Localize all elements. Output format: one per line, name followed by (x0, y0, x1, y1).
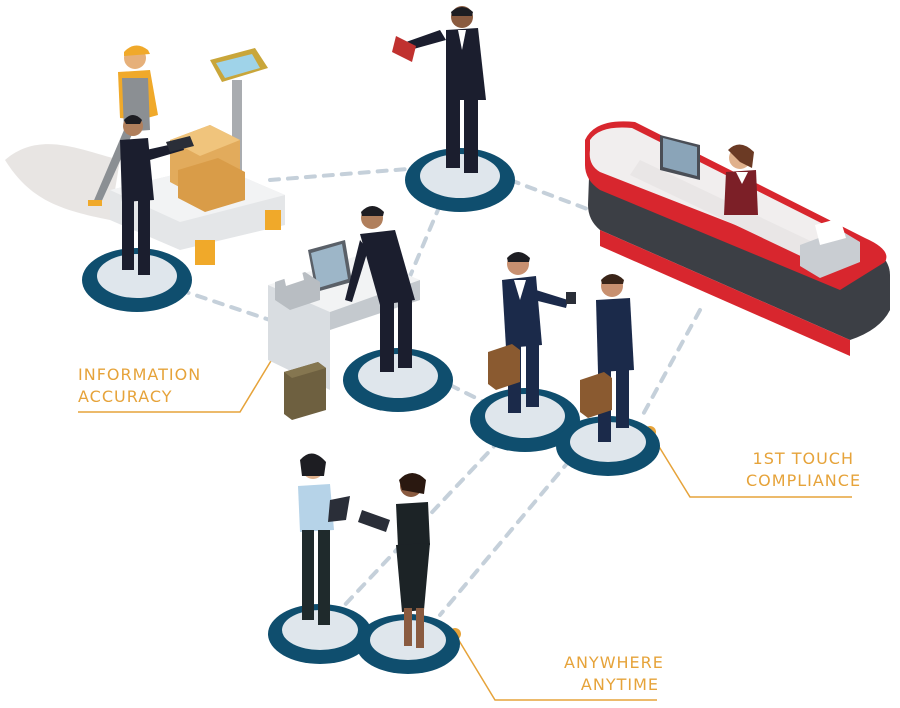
manager-on-phone (392, 6, 515, 212)
callout-first-touch-compliance: 1ST TOUCH COMPLIANCE (746, 448, 862, 492)
computer-desk-worker (268, 206, 453, 420)
callout-anywhere-line1: ANYWHERE (564, 653, 664, 672)
callout-first-touch-line2: COMPLIANCE (746, 471, 862, 490)
connector-reception-to-group (638, 308, 702, 422)
callout-anywhere-anytime: ANYWHERE ANYTIME (564, 652, 664, 696)
connector-manager-to-desk (398, 203, 442, 302)
callout-information-accuracy-line1: INFORMATION (78, 365, 202, 384)
leader-anywhere (454, 633, 657, 701)
reception-desk (585, 121, 890, 356)
callout-first-touch-line1: 1ST TOUCH (752, 449, 854, 468)
connector-scale-to-manager (268, 166, 422, 182)
callout-information-accuracy: INFORMATION ACCURACY (78, 364, 201, 408)
leader-first-touch (649, 431, 852, 498)
callout-anywhere-line2: ANYTIME (580, 675, 659, 694)
connector-manager-to-reception (508, 178, 592, 212)
connector-group-to-women-right (438, 458, 572, 617)
leader-information-accuracy (78, 345, 281, 413)
callout-leaders (78, 345, 852, 701)
warehouse-manager (120, 115, 194, 275)
warehouse-scale-station (5, 45, 285, 312)
connector-scale-to-desk (178, 288, 272, 322)
businessmen-meeting (470, 252, 660, 476)
women-with-tablets (268, 453, 460, 674)
callout-information-accuracy-line2: ACCURACY (78, 387, 173, 406)
